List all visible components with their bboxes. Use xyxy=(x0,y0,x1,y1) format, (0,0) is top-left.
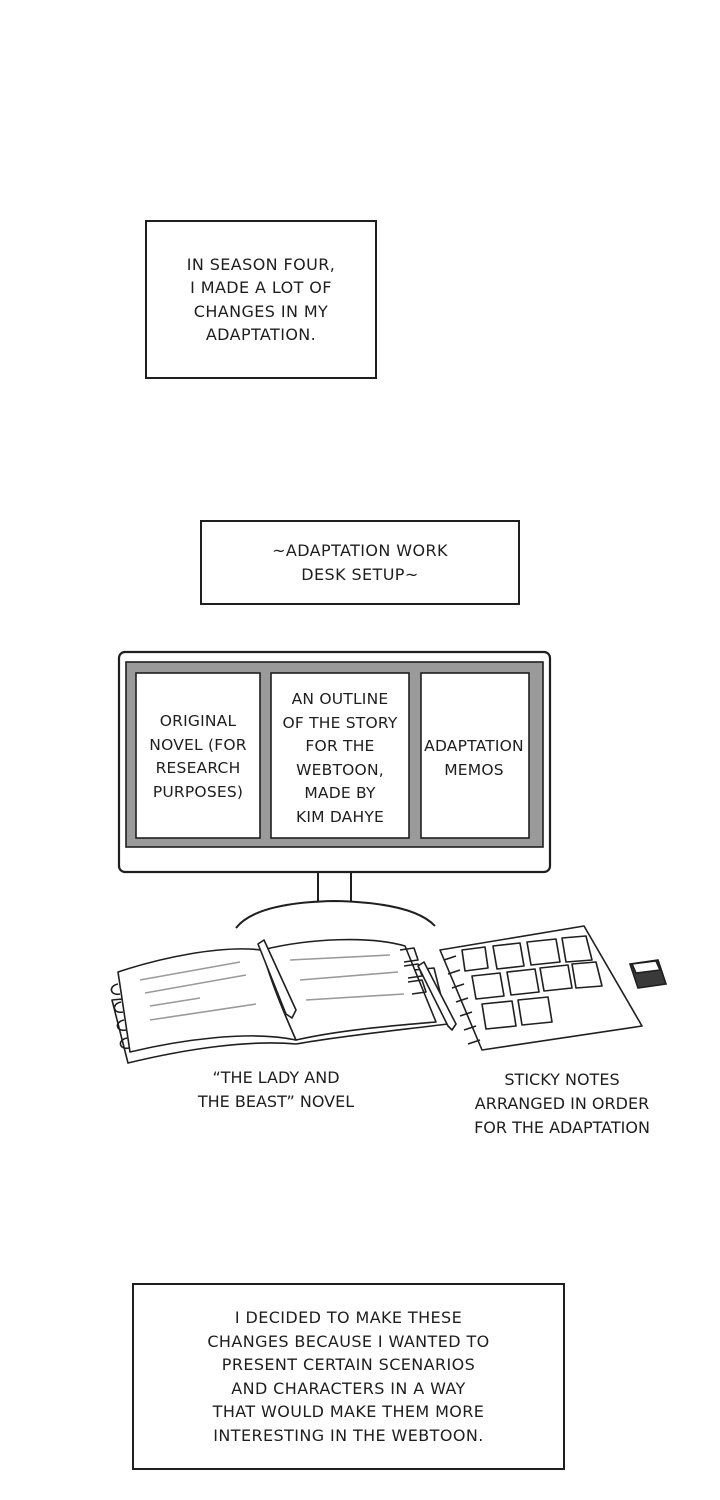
caption-line: I MADE A LOT OF xyxy=(190,278,332,297)
caption-line: CHANGES IN MY xyxy=(193,301,329,321)
pane-text-original-novel: ORIGINAL NOVEL (FOR RESEARCH PURPOSES) xyxy=(136,710,260,804)
caption-line: INTERESTING IN THE WEBTOON. xyxy=(213,1425,484,1445)
eraser-drawing xyxy=(628,959,668,989)
caption-line: AND CHARACTERS IN A WAY xyxy=(231,1378,466,1398)
label-line: “THE LADY AND xyxy=(212,1068,340,1087)
caption-line: ADAPTATION. xyxy=(205,325,317,344)
caption-line: CHANGES BECAUSE I WANTED TO xyxy=(207,1331,490,1351)
caption-box-season-four: IN SEASON FOUR, I MADE A LOT OF CHANGES … xyxy=(145,220,377,379)
caption-line: THAT WOULD MAKE THEM MORE xyxy=(212,1402,485,1421)
label-novel: “THE LADY AND THE BEAST” NOVEL xyxy=(160,1066,392,1114)
screen-pane-left xyxy=(135,672,261,839)
sticky-notes-notebook-drawing xyxy=(439,925,643,1051)
open-book-drawing xyxy=(110,938,457,1064)
caption-line: I DECIDED TO MAKE THESE xyxy=(234,1308,463,1327)
pane-line: FOR THE xyxy=(305,737,375,755)
caption-text: IN SEASON FOUR, I MADE A LOT OF CHANGES … xyxy=(187,253,336,347)
caption-line: ~ADAPTATION WORK xyxy=(272,541,448,560)
pane-line: MEMOS xyxy=(444,760,504,779)
pane-line: ORIGINAL xyxy=(159,712,237,730)
label-sticky-notes: STICKY NOTES ARRANGED IN ORDER FOR THE A… xyxy=(450,1068,674,1140)
caption-line: DESK SETUP~ xyxy=(301,564,419,584)
screen-pane-right xyxy=(420,672,530,839)
label-line: STICKY NOTES xyxy=(504,1070,620,1089)
pane-line: AN OUTLINE xyxy=(291,690,389,708)
pane-line: MADE BY xyxy=(304,784,376,802)
pane-line: OF THE STORY xyxy=(282,713,398,732)
pane-line: NOVEL (FOR xyxy=(149,735,247,754)
pane-line: KIM DAHYE xyxy=(295,807,385,826)
screen-pane-center xyxy=(270,672,410,839)
stand-base xyxy=(235,899,436,929)
pane-line: RESEARCH xyxy=(155,759,241,777)
pane-line: WEBTOON, xyxy=(296,760,384,779)
pane-text-adaptation-memos: ADAPTATION MEMOS xyxy=(412,735,536,782)
caption-line: IN SEASON FOUR, xyxy=(186,254,336,274)
label-line: FOR THE ADAPTATION xyxy=(474,1118,650,1137)
pane-line: ADAPTATION xyxy=(424,737,524,755)
caption-box-desk-setup-title: ~ADAPTATION WORK DESK SETUP~ xyxy=(200,520,520,605)
caption-text: ~ADAPTATION WORK DESK SETUP~ xyxy=(272,539,448,586)
caption-text: I DECIDED TO MAKE THESE CHANGES BECAUSE … xyxy=(207,1306,489,1447)
caption-line: PRESENT CERTAIN SCENARIOS xyxy=(221,1355,476,1374)
label-line: ARRANGED IN ORDER xyxy=(474,1094,650,1113)
pane-text-story-outline: AN OUTLINE OF THE STORY FOR THE WEBTOON,… xyxy=(262,688,418,829)
label-line: THE BEAST” NOVEL xyxy=(197,1092,355,1111)
caption-box-reason: I DECIDED TO MAKE THESE CHANGES BECAUSE … xyxy=(132,1283,565,1470)
pane-line: PURPOSES) xyxy=(152,782,244,801)
